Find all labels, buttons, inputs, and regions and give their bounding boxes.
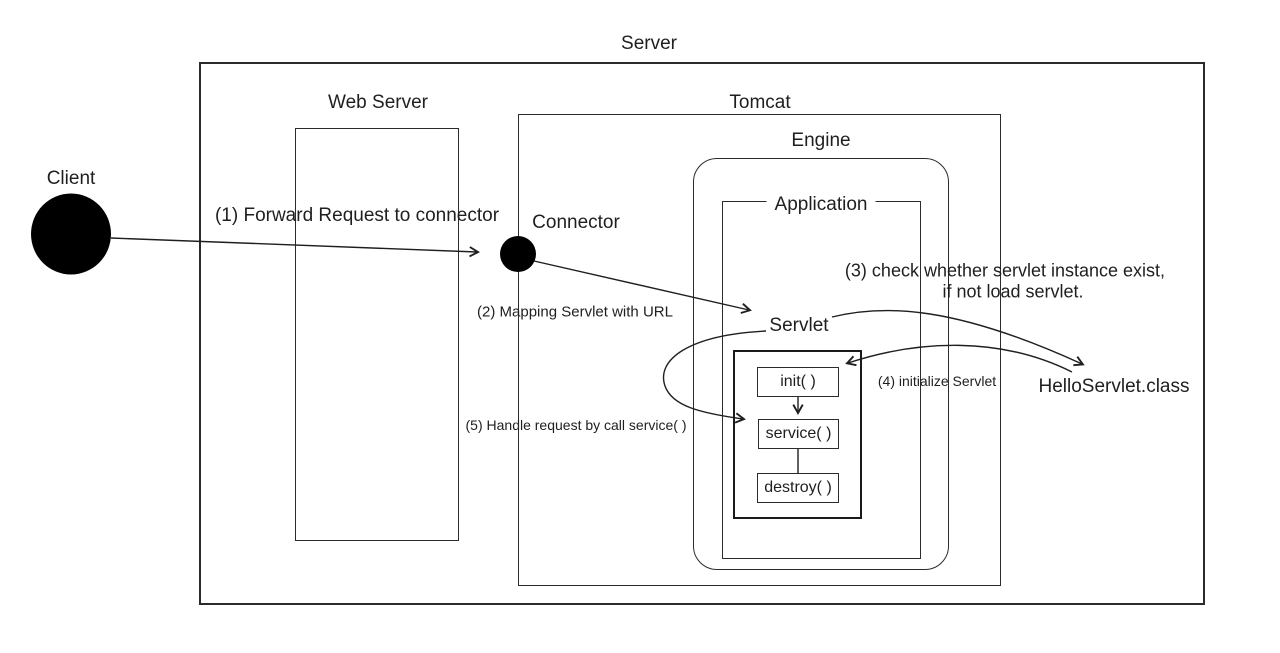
server-label: Server: [621, 33, 677, 55]
service-method-box: service( ): [758, 419, 839, 449]
application-label: Application: [766, 194, 876, 216]
step4-annotation: (4) initialize Servlet: [877, 372, 997, 389]
client-icon: [31, 193, 111, 275]
service-method-label: service( ): [765, 425, 832, 442]
servlet-label: Servlet: [767, 315, 831, 337]
destroy-method-label: destroy( ): [764, 479, 832, 496]
tomcat-label: Tomcat: [729, 92, 791, 114]
server-box: [199, 62, 1205, 605]
init-method-label: init( ): [780, 373, 816, 390]
web-server-box: [295, 128, 459, 541]
step3-annotation-line1: (3) check whether servlet instance exist…: [844, 260, 1166, 281]
destroy-method-box: destroy( ): [757, 473, 839, 503]
engine-label: Engine: [791, 130, 851, 152]
web-server-label: Web Server: [328, 92, 428, 114]
step1-annotation: (1) Forward Request to connector: [214, 205, 500, 227]
init-method-box: init( ): [757, 367, 839, 397]
step5-annotation: (5) Handle request by call service( ): [465, 416, 687, 433]
servlet-lifecycle-box: [733, 350, 862, 519]
step2-annotation: (2) Mapping Servlet with URL: [477, 303, 673, 321]
step3-annotation-line2: if not load servlet.: [942, 281, 1084, 302]
connector-label: Connector: [532, 212, 620, 234]
client-label: Client: [46, 168, 96, 190]
hello-servlet-class-label: HelloServlet.class: [1038, 376, 1190, 398]
